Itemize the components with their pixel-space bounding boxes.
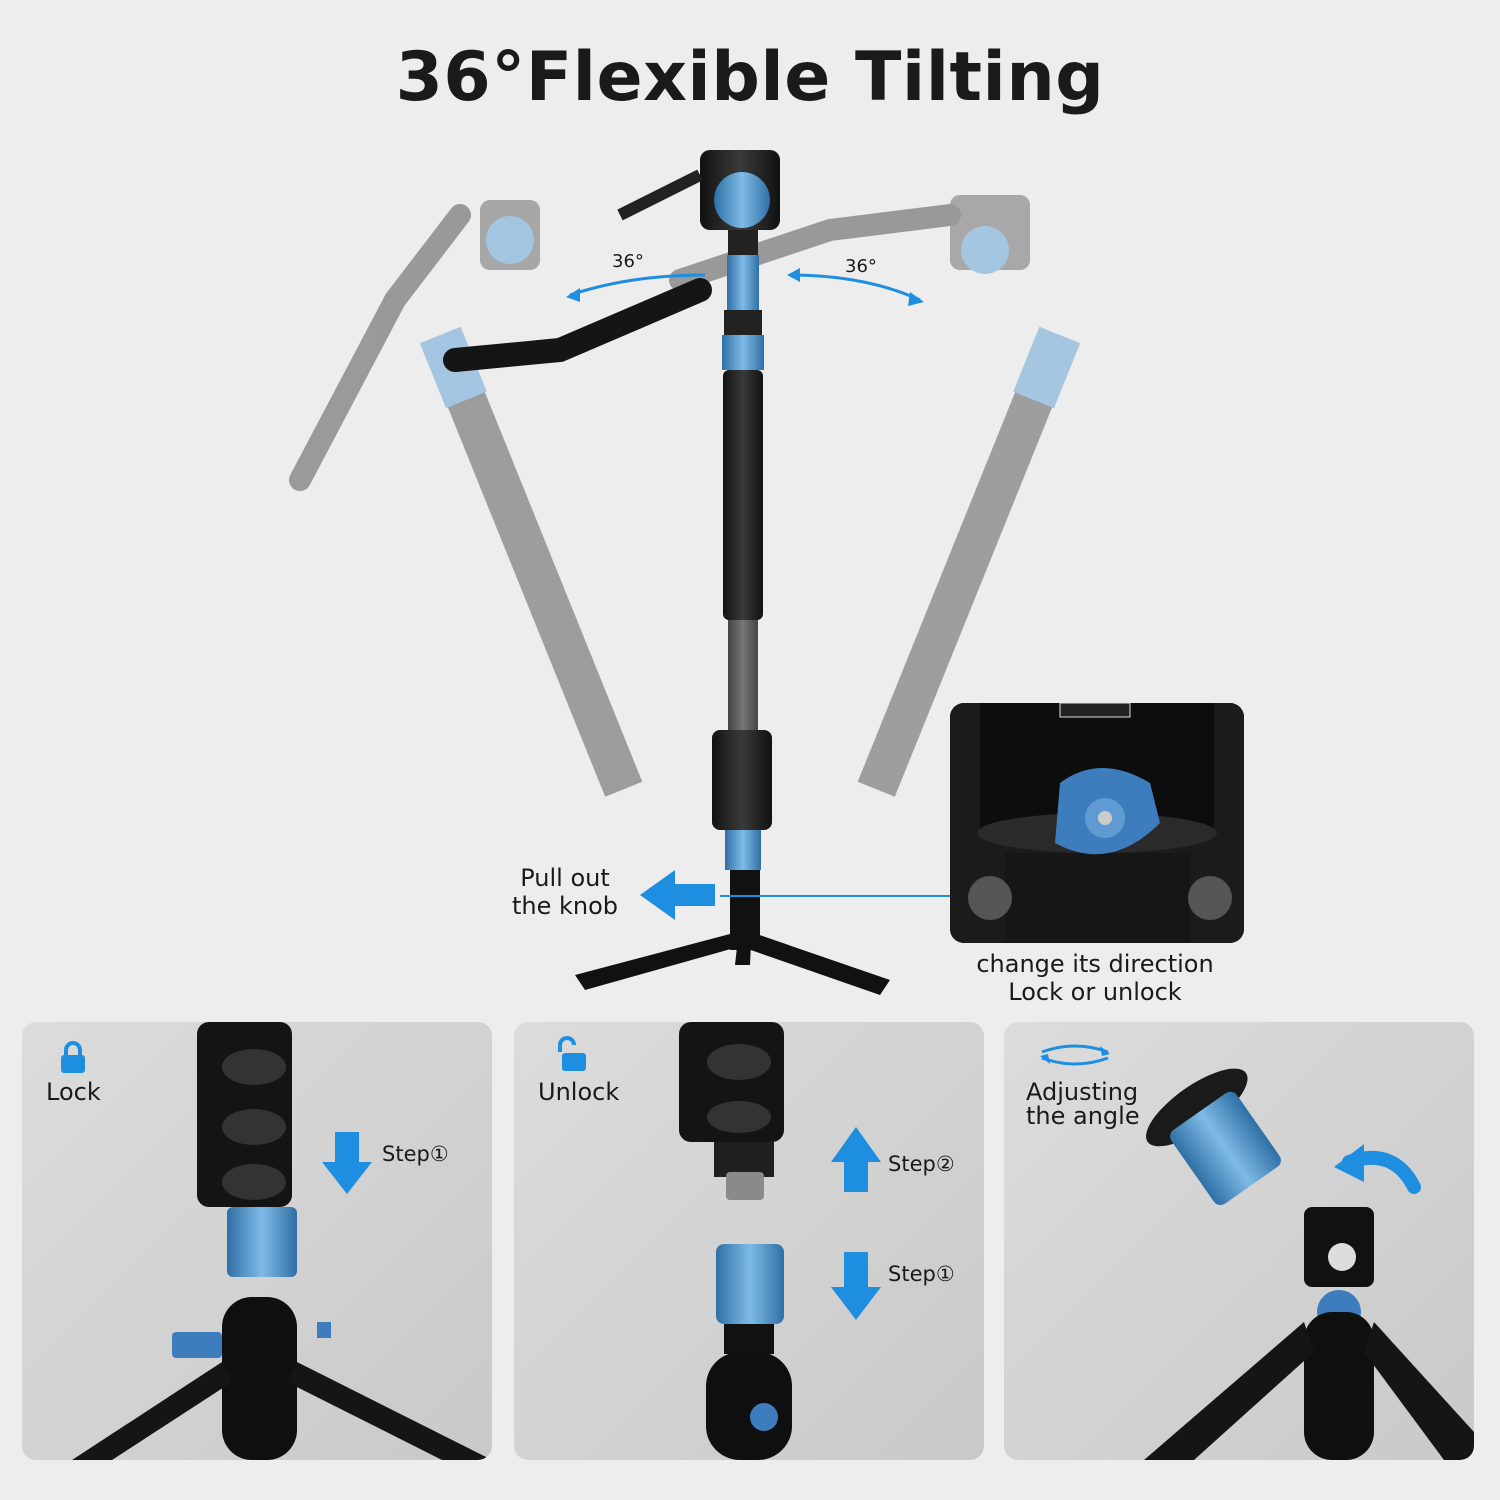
panel-adjust-label-line1: Adjusting bbox=[1026, 1078, 1139, 1106]
inset-caption-line1: change its direction bbox=[976, 950, 1214, 978]
unlock-illustration bbox=[679, 1022, 881, 1460]
panel-unlock-label: Unlock bbox=[538, 1078, 620, 1106]
page-title: 36°Flexible Tilting bbox=[395, 38, 1105, 117]
angle-arc-left bbox=[569, 273, 706, 297]
panel-lock-label: Lock bbox=[46, 1078, 101, 1106]
pull-knob-caption-line1: Pull out bbox=[520, 864, 610, 892]
pull-arrow bbox=[640, 870, 715, 920]
knob-detail-inset bbox=[950, 703, 1244, 943]
panel-unlock: Unlock Step② Step① bbox=[514, 1022, 984, 1460]
panel-adjust-label: Adjusting the angle bbox=[1026, 1080, 1140, 1128]
ghost-pole-right bbox=[669, 195, 1081, 797]
angle-arc-right bbox=[789, 273, 921, 302]
ghost-pole-left bbox=[289, 200, 643, 797]
unlock-step1-label: Step① bbox=[888, 1262, 955, 1286]
angle-label-left: 36° bbox=[612, 251, 644, 272]
step-up-arrow bbox=[831, 1127, 881, 1192]
inset-caption-line2: Lock or unlock bbox=[1008, 978, 1182, 1006]
pull-knob-caption: Pull out the knob bbox=[490, 864, 640, 920]
lock-step-label: Step① bbox=[382, 1142, 449, 1166]
adjust-illustration bbox=[1144, 1068, 1474, 1460]
panel-lock: Lock Step① bbox=[22, 1022, 492, 1460]
padlock-open-icon bbox=[558, 1036, 586, 1071]
lock-illustration bbox=[72, 1022, 492, 1460]
step-down-arrow bbox=[322, 1132, 372, 1194]
main-pole bbox=[443, 150, 780, 950]
angle-label-right: 36° bbox=[845, 256, 877, 277]
monopod-illustration bbox=[289, 150, 1081, 995]
panel-adjust-angle: Adjusting the angle bbox=[1004, 1022, 1474, 1460]
inset-caption: change its direction Lock or unlock bbox=[940, 950, 1250, 1006]
unlock-step2-label: Step② bbox=[888, 1152, 955, 1176]
panel-adjust-label-line2: the angle bbox=[1026, 1102, 1140, 1130]
rotate-arrows-icon bbox=[1040, 1044, 1110, 1066]
pull-knob-caption-line2: the knob bbox=[511, 892, 619, 920]
tripod-feet bbox=[575, 920, 890, 995]
step-down-arrow bbox=[831, 1252, 881, 1320]
padlock-closed-icon bbox=[61, 1041, 85, 1073]
